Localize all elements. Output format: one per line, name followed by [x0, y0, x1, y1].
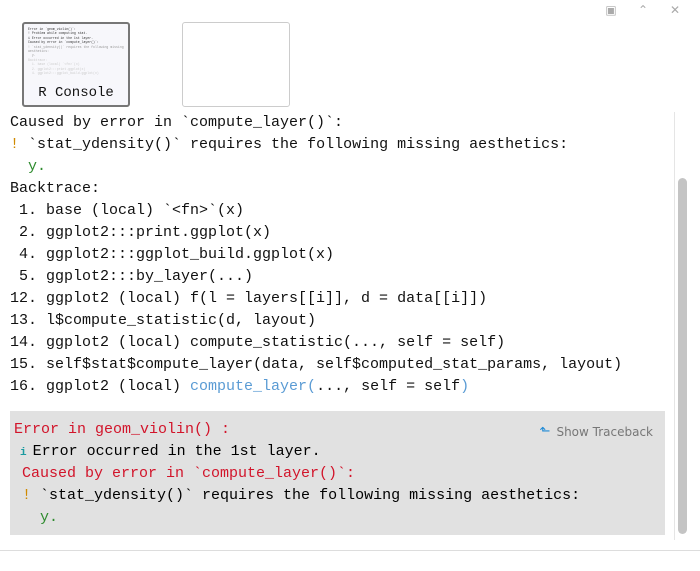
- backtrace-heading: Backtrace:: [10, 180, 101, 197]
- aes-y: y.: [40, 509, 59, 526]
- pane-controls: ▣ ⌃ ✕: [604, 3, 682, 17]
- backtrace-frame: 1. base (local) `<fn>`(x): [10, 202, 245, 219]
- error-title: Error in geom_violin() :: [14, 421, 231, 438]
- backtrace-frame: 4. ggplot2:::ggplot_build.ggplot(x): [10, 246, 335, 263]
- preview-line: 2. ggplot2:::print.ggplot(x): [28, 66, 86, 71]
- aes-y: y.: [28, 158, 47, 175]
- preview-line: y.: [28, 53, 36, 58]
- missing-line: ! `stat_ydensity()` requires the followi…: [0, 134, 672, 156]
- backtrace-frame: 15. self$stat$compute_layer(data, self$c…: [10, 356, 623, 373]
- preview-line: 4. ggplot2:::ggplot_build.ggplot(x): [28, 71, 99, 76]
- missing-text: `stat_ydensity()` requires the following…: [19, 136, 569, 153]
- backtrace-frame: 13. l$compute_statistic(d, layout): [10, 312, 317, 329]
- backtrace-frame: 2. ggplot2:::print.ggplot(x): [10, 224, 272, 241]
- error-box: Error in geom_violin() : ⬑ Show Traceback…: [10, 411, 665, 535]
- collapse-icon[interactable]: ⌃: [637, 3, 649, 17]
- backtrace-frame: 5. ggplot2:::by_layer(...): [10, 268, 254, 285]
- frame-args: ..., self = self: [316, 378, 461, 395]
- backtrace-frame: 14. ggplot2 (local) compute_statistic(..…: [10, 334, 506, 351]
- thumbnail-preview: Error in `geom_violin()`:! Problem while…: [24, 24, 128, 78]
- y-line: y.: [0, 156, 672, 178]
- preview-line: Error in `geom_violin()`:: [28, 27, 76, 31]
- error-missing: ! `stat_ydensity()` requires the followi…: [14, 485, 661, 507]
- warning-icon: !: [22, 487, 32, 504]
- preview-line: Backtrace:: [28, 57, 48, 62]
- close-icon[interactable]: ✕: [669, 3, 681, 17]
- show-traceback-button[interactable]: ⬑ Show Traceback: [540, 421, 653, 443]
- info-line: i Error occurred in the 1st layer.: [14, 441, 661, 463]
- scrollbar-thumb[interactable]: [678, 178, 687, 534]
- frame-link[interactable]: compute_layer(: [190, 378, 317, 395]
- preview-line: Caused by error in `compute_layer()`:: [28, 40, 99, 45]
- missing-text: `stat_ydensity()` requires the following…: [31, 487, 581, 504]
- error-y: y.: [14, 507, 661, 529]
- traceback-arrow-icon: ⬑: [539, 424, 551, 439]
- console-output: Caused by error in `compute_layer()`: ! …: [0, 112, 672, 540]
- thumbnail-r-console[interactable]: Error in `geom_violin()`:! Problem while…: [22, 22, 130, 107]
- popout-icon[interactable]: ▣: [605, 3, 617, 17]
- error-caused: Caused by error in `compute_layer()`:: [22, 465, 356, 482]
- divider: [0, 550, 700, 551]
- backtrace-frame: 12. ggplot2 (local) f(l = layers[[i]], d…: [10, 290, 488, 307]
- vertical-scrollbar[interactable]: [674, 112, 690, 540]
- show-traceback-label: Show Traceback: [556, 425, 653, 439]
- frame-close: ): [460, 378, 470, 395]
- preview-line: ! `stat_ydensity()` requires the followi…: [28, 44, 124, 49]
- info-icon: i: [20, 447, 27, 459]
- backtrace-frame: 16. ggplot2 (local) compute_layer(..., s…: [0, 376, 672, 398]
- frame-prefix: 16. ggplot2 (local): [10, 378, 191, 395]
- warning-icon: !: [10, 136, 20, 153]
- preview-line: aesthetics:: [28, 49, 50, 54]
- info-text: Error occurred in the 1st layer.: [32, 443, 321, 460]
- preview-line: i Error occurred in the 1st layer.: [28, 35, 94, 40]
- preview-line: 1. base (local) `<fn>`(x): [28, 62, 80, 67]
- caused-line: Caused by error in `compute_layer()`:: [10, 114, 344, 131]
- thumbnail-label: R Console: [24, 85, 128, 101]
- thumbnail-empty[interactable]: [182, 22, 290, 107]
- preview-line: ! Problem while computing stat.: [28, 31, 88, 36]
